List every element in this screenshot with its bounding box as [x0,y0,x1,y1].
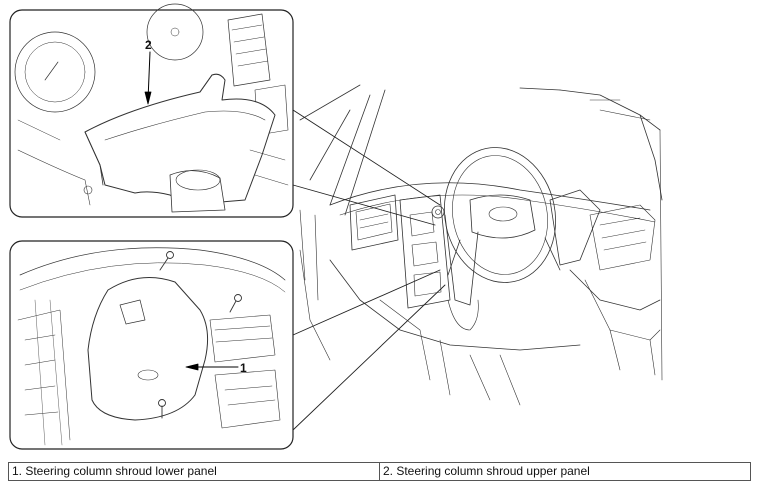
dashboard-overview [299,84,663,406]
detail-box-lower [9,240,294,450]
installation-diagram: 2 1 [9,3,663,450]
legend-item-lower-panel: 1. Steering column shroud lower panel [8,462,380,481]
callout-label-2: 2 [145,38,152,52]
leader-lines [292,109,446,431]
parts-legend: 1. Steering column shroud lower panel 2.… [8,462,751,481]
legend-item-upper-panel: 2. Steering column shroud upper panel [379,462,751,481]
legend-row: 1. Steering column shroud lower panel 2.… [8,462,751,481]
detail-box-upper [9,3,294,218]
callout-label-1: 1 [240,361,247,375]
